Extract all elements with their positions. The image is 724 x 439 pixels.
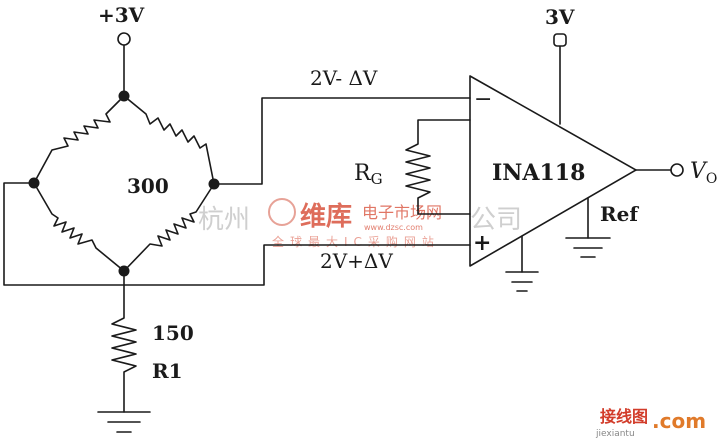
rg-label: RG: [354, 161, 383, 188]
output-label: VO: [690, 159, 717, 187]
junction-top: [118, 90, 130, 102]
supply-terminal-icon: [117, 32, 131, 46]
opamp-supply-label: 3V: [545, 5, 575, 29]
watermark-city-left: 杭州: [198, 205, 250, 235]
watermark-site-url: www.dzsc.com: [364, 223, 423, 232]
left-loop-wire: [3, 182, 125, 286]
amplifier-name: INA118: [492, 160, 585, 186]
amplifier-plus-sign: +: [473, 230, 491, 256]
rg-resistor: [405, 119, 471, 215]
junction-bottom: [118, 265, 130, 277]
corner-url: jiexiantu: [595, 429, 635, 439]
bridge-resistor-bottom-right: [123, 183, 215, 272]
bridge-resistor-top-left: [33, 95, 125, 184]
output-terminal-icon: [670, 163, 684, 177]
junction-left: [28, 177, 40, 189]
corner-brand: 接线图: [600, 407, 648, 426]
opamp-supply-terminal-icon: [553, 33, 567, 47]
watermark-brand-sub: 电子市场网: [362, 203, 442, 222]
bridge-resistor-bottom-left: [33, 182, 125, 272]
watermark-logo-icon: [268, 198, 296, 226]
wires: [3, 44, 672, 433]
plus-input-wire: [123, 244, 471, 286]
minus-input-wire: [213, 97, 471, 185]
bridge-resistance-label: 300: [127, 174, 169, 198]
supply-label: +3V: [98, 3, 145, 27]
r1-resistor: [111, 284, 137, 413]
junctions: [28, 90, 220, 277]
op-amp-triangle: [469, 75, 637, 267]
ref-label: Ref: [600, 202, 639, 226]
bridge-resistor-top-right: [123, 95, 215, 185]
watermark-site-slogan: 全球最大IC采购网站: [272, 234, 440, 249]
corner-watermark: 接线图 jiexiantu .com: [595, 407, 706, 439]
corner-domain: .com: [652, 409, 706, 433]
plus-signal-label: 2V+ΔV: [320, 249, 393, 273]
watermark-city-right: 公司: [470, 205, 522, 235]
r1-value-label: 150: [152, 321, 194, 345]
r1-name-label: R1: [152, 359, 183, 383]
terminals: [117, 32, 684, 177]
watermark-brand: 维库: [300, 201, 352, 232]
amplifier-minus-sign: −: [474, 87, 492, 112]
minus-signal-label: 2V- ΔV: [310, 66, 378, 90]
junction-right: [208, 178, 220, 190]
